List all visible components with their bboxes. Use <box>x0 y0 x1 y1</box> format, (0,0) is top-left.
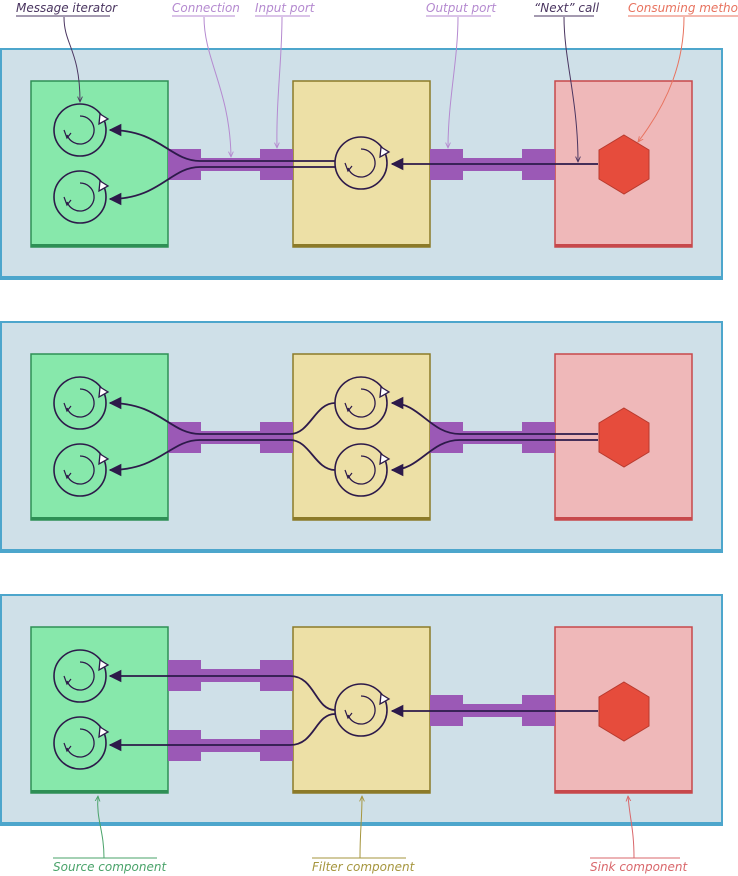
label-message-iterator-text: Message iterator <box>16 1 118 15</box>
source-component <box>30 353 169 521</box>
scenario-3-panel <box>0 594 723 826</box>
label-next-call: “Next” call <box>534 1 600 162</box>
label-output-port-text: Output port <box>426 1 497 15</box>
label-message-iterator: Message iterator <box>16 1 118 102</box>
label-connection-text: Connection <box>172 1 240 15</box>
label-filter-component-text: Filter component <box>312 860 416 874</box>
message-iterator <box>53 443 110 497</box>
message-iterator <box>53 716 110 770</box>
label-input-port-text: Input port <box>255 1 316 15</box>
source-component <box>30 626 169 794</box>
message-iterator <box>53 376 110 430</box>
label-filter-component: Filter component <box>312 796 416 874</box>
label-next-call-text: “Next” call <box>534 1 600 15</box>
consuming-method-hexagon <box>598 681 650 742</box>
consuming-method-hexagon <box>598 407 650 468</box>
label-connection: Connection <box>172 1 240 157</box>
filter-component <box>292 626 431 794</box>
source-component <box>30 80 169 248</box>
label-source-component-text: Source component <box>53 860 167 874</box>
filter-component <box>292 353 431 521</box>
message-iterator <box>53 170 110 224</box>
label-input-port: Input port <box>255 1 316 148</box>
message-iterator <box>53 649 110 703</box>
scenario-1-panel <box>0 48 723 280</box>
label-consuming-method-text: Consuming method <box>628 1 738 15</box>
label-consuming-method: Consuming method <box>628 1 738 142</box>
label-sink-component: Sink component <box>590 796 689 874</box>
message-iterator <box>53 103 110 157</box>
label-source-component: Source component <box>53 796 167 874</box>
label-sink-component-text: Sink component <box>590 860 689 874</box>
message-iterator <box>334 136 391 190</box>
sink-component <box>554 80 693 248</box>
scenario-2-panel <box>0 321 723 553</box>
label-output-port: Output port <box>426 1 497 148</box>
consuming-method-hexagon <box>598 134 650 195</box>
